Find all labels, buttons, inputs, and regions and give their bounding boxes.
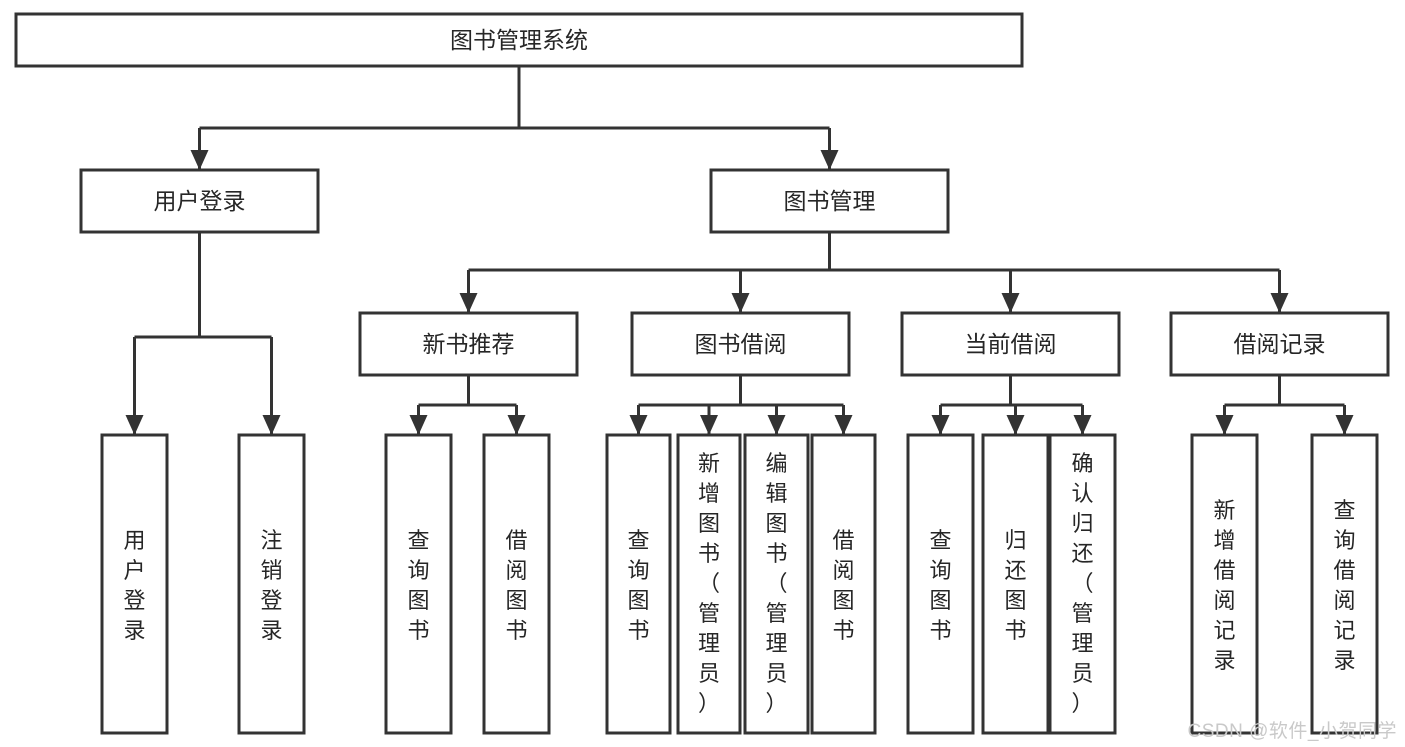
arrow-head-icon — [931, 415, 950, 435]
node-box-book-borrow — [630, 311, 851, 377]
node-label-book-borrow: 图书借阅 — [695, 331, 787, 357]
node-label-leaf-return-book: 归还图书 — [1004, 528, 1026, 643]
arrow-head-icon — [820, 150, 839, 170]
node-leaf-query-book-rec[interactable]: 查询图书 — [384, 433, 453, 735]
node-label-leaf-add-borrow-record: 新增借阅记录 — [1213, 498, 1235, 673]
node-label-leaf-query-book-rec: 查询图书 — [407, 528, 429, 643]
node-box-leaf-add-book-admin — [676, 433, 742, 735]
node-box-new-book-rec — [358, 311, 579, 377]
node-layer: 图书管理系统用户登录图书管理新书推荐图书借阅当前借阅借阅记录用户登录注销登录查询… — [14, 12, 1390, 735]
node-leaf-confirm-return-admin[interactable]: 确认归还（管理员） — [1048, 433, 1117, 735]
node-borrow-record[interactable]: 借阅记录 — [1169, 311, 1390, 377]
arrow-head-icon — [1335, 415, 1354, 435]
node-label-leaf-query-book-current: 查询图书 — [929, 528, 951, 643]
node-box-leaf-confirm-return-admin — [1048, 433, 1117, 735]
node-label-current-borrow: 当前借阅 — [965, 331, 1057, 357]
arrow-head-icon — [767, 415, 786, 435]
arrow-head-icon — [507, 415, 526, 435]
node-box-leaf-query-borrow-record — [1310, 433, 1379, 735]
arrow-head-icon — [834, 415, 853, 435]
node-book-manage[interactable]: 图书管理 — [709, 168, 950, 234]
node-new-book-rec[interactable]: 新书推荐 — [358, 311, 579, 377]
node-label-root: 图书管理系统 — [450, 27, 588, 53]
node-book-borrow[interactable]: 图书借阅 — [630, 311, 851, 377]
node-box-user-login — [79, 168, 320, 234]
node-box-leaf-add-borrow-record — [1190, 433, 1259, 735]
node-leaf-borrow-book-rec[interactable]: 借阅图书 — [482, 433, 551, 735]
node-box-root — [14, 12, 1024, 68]
node-box-leaf-user-login — [100, 433, 169, 735]
node-box-borrow-record — [1169, 311, 1390, 377]
node-leaf-query-book-current[interactable]: 查询图书 — [906, 433, 975, 735]
arrow-head-icon — [1001, 293, 1020, 313]
node-leaf-add-borrow-record[interactable]: 新增借阅记录 — [1190, 433, 1259, 735]
node-box-leaf-user-logout — [237, 433, 306, 735]
node-box-book-manage — [709, 168, 950, 234]
arrow-head-icon — [1215, 415, 1234, 435]
arrow-head-icon — [1270, 293, 1289, 313]
arrow-head-icon — [262, 415, 281, 435]
node-label-borrow-record: 借阅记录 — [1234, 331, 1326, 357]
node-box-leaf-edit-book-admin — [743, 433, 810, 735]
node-current-borrow[interactable]: 当前借阅 — [900, 311, 1121, 377]
node-box-leaf-query-book-rec — [384, 433, 453, 735]
node-label-leaf-query-book-borrow: 查询图书 — [627, 528, 649, 643]
arrow-head-icon — [731, 293, 750, 313]
arrow-head-icon — [700, 415, 718, 435]
arrow-head-icon — [190, 150, 209, 170]
node-leaf-query-borrow-record[interactable]: 查询借阅记录 — [1310, 433, 1379, 735]
node-box-leaf-borrow-book-rec — [482, 433, 551, 735]
arrow-head-icon — [459, 293, 478, 313]
connector-layer — [125, 66, 1354, 435]
node-box-leaf-return-book — [981, 433, 1050, 735]
node-box-leaf-query-book-current — [906, 433, 975, 735]
node-box-leaf-query-book-borrow — [605, 433, 672, 735]
node-leaf-query-book-borrow[interactable]: 查询图书 — [605, 433, 672, 735]
arrow-head-icon — [629, 415, 648, 435]
node-label-leaf-user-login: 用户登录 — [123, 528, 145, 643]
node-leaf-user-logout[interactable]: 注销登录 — [237, 433, 306, 735]
node-leaf-user-login[interactable]: 用户登录 — [100, 433, 169, 735]
node-user-login[interactable]: 用户登录 — [79, 168, 320, 234]
node-label-user-login: 用户登录 — [154, 188, 246, 214]
node-label-leaf-borrow-book: 借阅图书 — [832, 528, 854, 643]
node-label-leaf-query-borrow-record: 查询借阅记录 — [1333, 498, 1355, 673]
node-box-leaf-borrow-book — [810, 433, 877, 735]
csdn-watermark: CSDN @软件_小贺同学 — [1187, 721, 1397, 742]
node-leaf-return-book[interactable]: 归还图书 — [981, 433, 1050, 735]
node-label-book-manage: 图书管理 — [784, 188, 876, 214]
node-label-leaf-edit-book-admin: 编辑图书（管理员） — [765, 451, 787, 716]
node-box-current-borrow — [900, 311, 1121, 377]
node-label-leaf-borrow-book-rec: 借阅图书 — [505, 528, 527, 643]
arrow-head-icon — [409, 415, 428, 435]
arrow-head-icon — [125, 415, 144, 435]
node-root[interactable]: 图书管理系统 — [14, 12, 1024, 68]
arrow-head-icon — [1006, 415, 1025, 435]
node-label-leaf-add-book-admin: 新增图书（管理员） — [698, 451, 720, 716]
node-label-leaf-confirm-return-admin: 确认归还（管理员） — [1071, 451, 1093, 716]
node-leaf-edit-book-admin[interactable]: 编辑图书（管理员） — [743, 433, 810, 735]
node-leaf-borrow-book[interactable]: 借阅图书 — [810, 433, 877, 735]
arrow-head-icon — [1073, 415, 1092, 435]
node-label-leaf-user-logout: 注销登录 — [260, 528, 282, 643]
node-label-new-book-rec: 新书推荐 — [423, 331, 515, 357]
node-leaf-add-book-admin[interactable]: 新增图书（管理员） — [676, 433, 742, 735]
